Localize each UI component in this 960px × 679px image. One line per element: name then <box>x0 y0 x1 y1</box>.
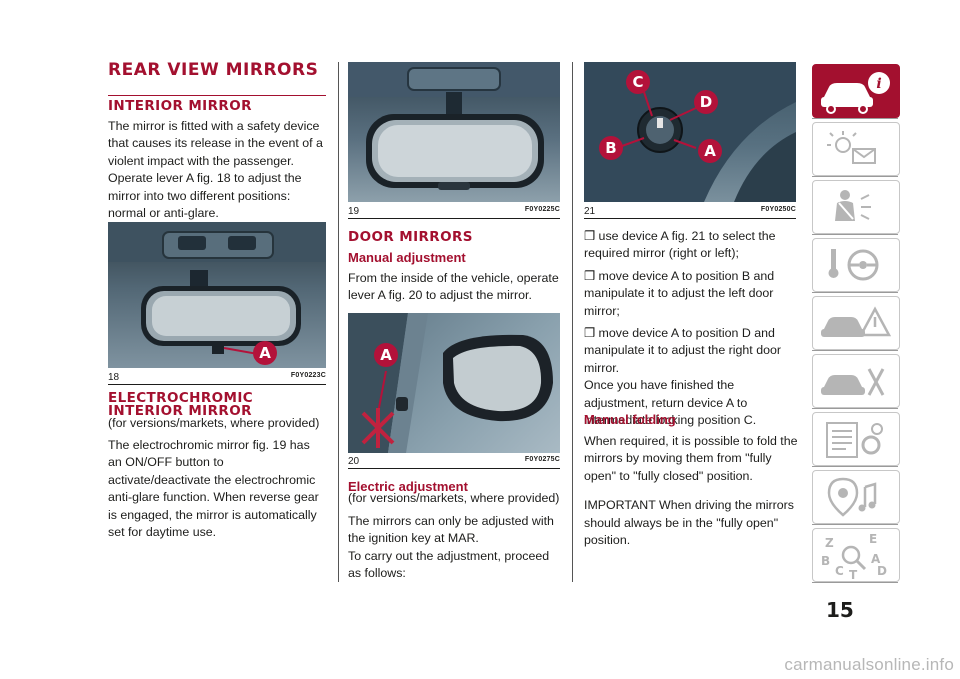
figure-21-code: F0Y0250C <box>760 206 796 213</box>
key-steering-icon <box>828 249 879 281</box>
page-title: REAR VIEW MIRRORS <box>108 60 319 80</box>
figure-18-caption: 18 F0Y0223C <box>108 372 326 386</box>
watermark: carmanualsonline.info <box>784 655 954 674</box>
figure-18-marker-a: A <box>253 341 277 365</box>
electrochromic-text: The electrochromic mirror fig. 19 has an… <box>108 438 319 540</box>
figure-19-caption: 19 F0Y0225C <box>348 206 560 220</box>
tab-separator <box>812 292 898 293</box>
car-emergency-icon <box>821 306 892 337</box>
electric-adjustment-subtitle: (for versions/markets, where provided) <box>348 491 560 505</box>
tab-servicing-care[interactable] <box>812 354 900 408</box>
tab-separator <box>812 350 898 351</box>
figure-18-code: F0Y0223C <box>290 372 326 379</box>
tab-warning-lights[interactable] <box>812 122 900 176</box>
electric-adjustment-heading: Electric adjustment <box>348 479 468 494</box>
figure-18-caption-line <box>108 384 326 385</box>
tab-separator <box>812 234 898 235</box>
figure-20-marker-a: A <box>374 343 398 367</box>
figure-21-image <box>584 62 796 202</box>
tab-in-an-emergency[interactable] <box>812 296 900 350</box>
svg-text:E: E <box>869 532 877 546</box>
figure-21-marker-c: C <box>626 70 650 94</box>
tab-separator <box>812 524 898 525</box>
tab-technical-data[interactable] <box>812 412 900 466</box>
tab-separator <box>812 582 898 583</box>
figure-20-caption-line <box>348 468 560 469</box>
electric-adjustment-text: The mirrors can only be adjusted with th… <box>348 514 554 581</box>
step-right-mirror: ❒ move device A to position D and manipu… <box>584 326 781 375</box>
manual-folding-heading: Manual folding <box>584 412 676 427</box>
manual-folding-text: When required, it is possible to fold th… <box>584 433 798 554</box>
figure-21-caption-line <box>584 218 796 219</box>
tab-starting-driving[interactable] <box>812 238 900 292</box>
multimedia-icon <box>827 477 877 517</box>
page-number: 15 <box>826 598 854 622</box>
mirror-control-illustration <box>584 62 796 202</box>
door-mirrors-heading: DOOR MIRRORS <box>348 229 473 245</box>
figure-18-image <box>108 222 326 368</box>
important-note: IMPORTANT When driving the mirrors shoul… <box>584 498 794 548</box>
svg-text:i: i <box>876 76 881 92</box>
finish-adjustment-text: Once you have finished the adjustment, r… <box>584 378 757 428</box>
figure-20-caption: 20 F0Y0275C <box>348 456 560 470</box>
technical-data-icon <box>826 422 883 458</box>
interior-mirror-illustration <box>108 222 326 355</box>
figure-19-code: F0Y0225C <box>524 206 560 213</box>
tab-separator <box>812 118 898 119</box>
step-select-mirror: ❒ use device A fig. 21 to select the req… <box>584 229 776 261</box>
interior-mirror-text: The mirror is fitted with a safety devic… <box>108 119 323 221</box>
tab-knowing-your-car[interactable]: i <box>812 64 900 118</box>
figure-20-image <box>348 313 560 453</box>
figure-19-number: 19 <box>348 206 360 217</box>
figure-18-number: 18 <box>108 372 120 383</box>
tab-multimedia[interactable] <box>812 470 900 524</box>
svg-text:Z: Z <box>825 536 834 550</box>
door-mirror-illustration <box>348 313 553 453</box>
step-left-mirror: ❒ move device A to position B and manipu… <box>584 268 775 318</box>
svg-text:C: C <box>835 564 844 578</box>
figure-21-marker-d: D <box>694 90 718 114</box>
column-divider-2 <box>572 62 573 582</box>
figure-21-marker-a: A <box>698 139 722 163</box>
svg-text:D: D <box>877 564 887 578</box>
car-maintenance-icon <box>821 368 885 396</box>
electrochromic-heading: ELECTROCHROMIC INTERIOR MIRROR <box>108 390 254 419</box>
electrochromic-subtitle: (for versions/markets, where provided) <box>108 416 320 430</box>
figure-20-code: F0Y0275C <box>524 456 560 463</box>
figure-19-image <box>348 62 560 202</box>
figure-19-caption-line <box>348 218 560 219</box>
figure-21-marker-b: B <box>599 136 623 160</box>
svg-text:B: B <box>821 554 830 568</box>
warning-lights-icon <box>827 131 876 164</box>
svg-text:T: T <box>849 568 858 581</box>
svg-text:A: A <box>871 552 881 566</box>
manual-adjustment-text: From the inside of the vehicle, operate … <box>348 271 559 303</box>
figure-20-number: 20 <box>348 456 360 467</box>
manual-adjustment-heading: Manual adjustment <box>348 250 466 265</box>
electrochromic-mirror-illustration <box>348 62 560 190</box>
tab-separator <box>812 408 898 409</box>
car-info-icon: i <box>821 72 890 114</box>
tab-separator <box>812 176 898 177</box>
adjustment-steps: ❒ use device A fig. 21 to select the req… <box>584 228 798 434</box>
interior-mirror-heading: INTERIOR MIRROR <box>108 98 252 114</box>
tab-safety[interactable] <box>812 180 900 234</box>
airbag-safety-icon <box>835 190 871 221</box>
figure-21-number: 21 <box>584 206 596 217</box>
figure-21-caption: 21 F0Y0250C <box>584 206 796 220</box>
title-underline <box>108 95 326 96</box>
column-divider-1 <box>338 62 339 582</box>
tab-separator <box>812 466 898 467</box>
